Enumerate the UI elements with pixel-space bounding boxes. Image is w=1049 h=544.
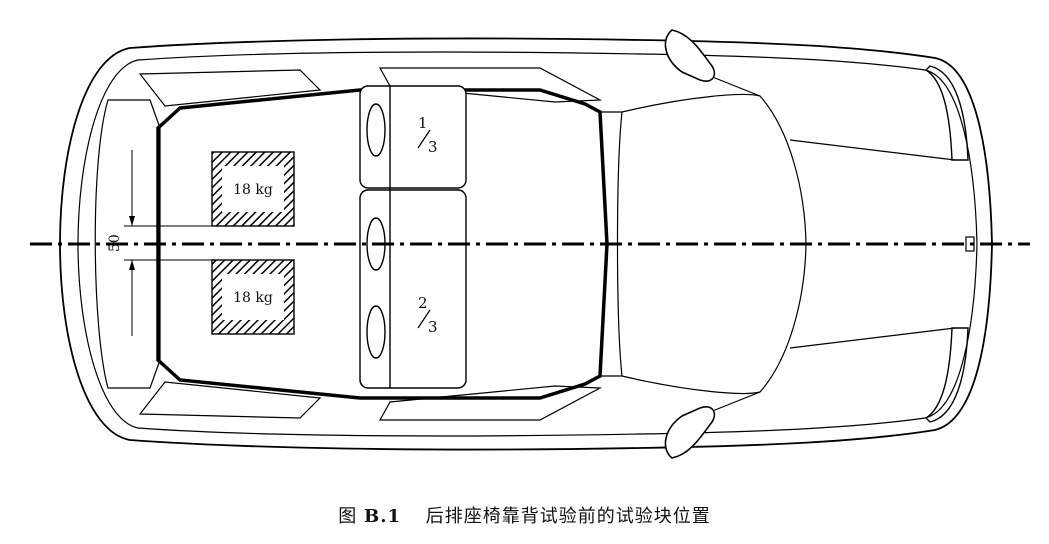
fraction-left-slash <box>417 129 431 149</box>
headlight-bottom <box>924 327 969 423</box>
car-body-outline <box>59 37 993 451</box>
mirror-bottom <box>664 406 716 459</box>
figure-caption: 图 B.1 后排座椅靠背试验前的试验块位置 <box>0 502 1049 528</box>
hood-crease-top <box>789 139 956 161</box>
headlight-top <box>924 65 969 161</box>
headrest-1 <box>366 103 386 157</box>
test-block-lower-label: 18 kg <box>233 290 273 306</box>
side-window-bottom <box>138 381 322 419</box>
test-block-upper-label: 18 kg <box>233 182 273 198</box>
rear-window-outline <box>94 99 161 389</box>
fraction-right-slash <box>417 309 431 329</box>
fraction-left-denominator: 3 <box>428 138 438 156</box>
caption-prefix: 图 <box>338 506 358 527</box>
seat-back-right-section <box>359 189 467 389</box>
side-window-top <box>138 69 322 107</box>
dimension-arrow-top <box>129 216 135 226</box>
a-pillar-lines <box>600 67 761 421</box>
cabin-outline <box>156 88 609 400</box>
dimension-arrow-bottom <box>129 260 135 270</box>
car-body-inner-outline <box>77 51 978 437</box>
fraction-left-numerator: 1 <box>418 114 428 132</box>
mirror-top <box>664 29 716 82</box>
seat-back-left-section <box>359 85 467 189</box>
headrest-3 <box>366 305 386 359</box>
test-block-upper-inner <box>222 166 284 212</box>
fraction-right-numerator: 2 <box>418 294 428 312</box>
caption-title: 后排座椅靠背试验前的试验块位置 <box>425 506 711 527</box>
caption-number: B.1 <box>363 506 401 527</box>
test-block-lower-inner <box>222 274 284 320</box>
hood-crease-bottom <box>789 327 956 349</box>
fraction-right-denominator: 3 <box>428 318 438 336</box>
